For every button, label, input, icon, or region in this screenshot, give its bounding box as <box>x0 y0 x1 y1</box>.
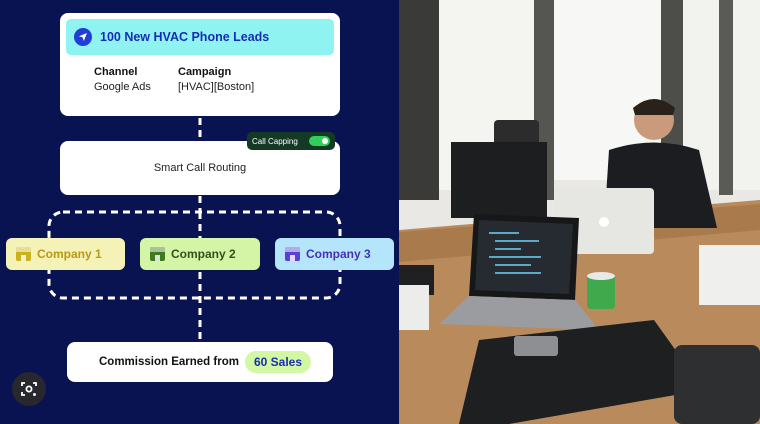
storefront-icon <box>150 247 165 261</box>
company-2-card: Company 2 <box>140 238 260 270</box>
campaign-value: [HVAC][Boston] <box>178 81 255 93</box>
campaign-column: Campaign [HVAC][Boston] <box>178 65 254 95</box>
call-routing-diagram: 100 New HVAC Phone Leads Channel Google … <box>6 13 394 406</box>
call-capping-label: Call Capping <box>252 136 298 146</box>
office-photo <box>399 0 760 424</box>
channel-header: Channel <box>94 66 138 78</box>
company-3-card: Company 3 <box>275 238 394 270</box>
leads-title: 100 New HVAC Phone Leads <box>100 30 270 44</box>
leads-card: 100 New HVAC Phone Leads Channel Google … <box>60 13 340 116</box>
sales-count-badge: 60 Sales <box>244 351 311 373</box>
commission-label: Commission Earned from <box>99 356 239 368</box>
routing-label: Smart Call Routing <box>153 162 247 174</box>
navigation-arrow-icon <box>74 28 92 46</box>
channel-column: Channel Google Ads <box>94 65 151 95</box>
camera-search-button[interactable] <box>12 372 46 406</box>
company-1-card: Company 1 <box>6 238 125 270</box>
office-scene-illustration <box>399 0 760 424</box>
company-1-label: Company 1 <box>37 247 102 261</box>
campaign-header: Campaign <box>178 66 232 78</box>
call-capping-badge: Call Capping <box>247 132 335 150</box>
company-2-label: Company 2 <box>171 247 236 261</box>
company-3-label: Company 3 <box>306 247 371 261</box>
smart-call-routing-card: Smart Call Routing <box>60 141 340 195</box>
call-capping-toggle[interactable] <box>309 136 330 146</box>
storefront-icon <box>285 247 300 261</box>
storefront-icon <box>16 247 31 261</box>
channel-value: Google Ads <box>94 81 151 93</box>
camera-search-icon <box>21 382 37 396</box>
leads-header: 100 New HVAC Phone Leads <box>66 19 334 55</box>
commission-card: Commission Earned from 60 Sales <box>67 342 333 382</box>
